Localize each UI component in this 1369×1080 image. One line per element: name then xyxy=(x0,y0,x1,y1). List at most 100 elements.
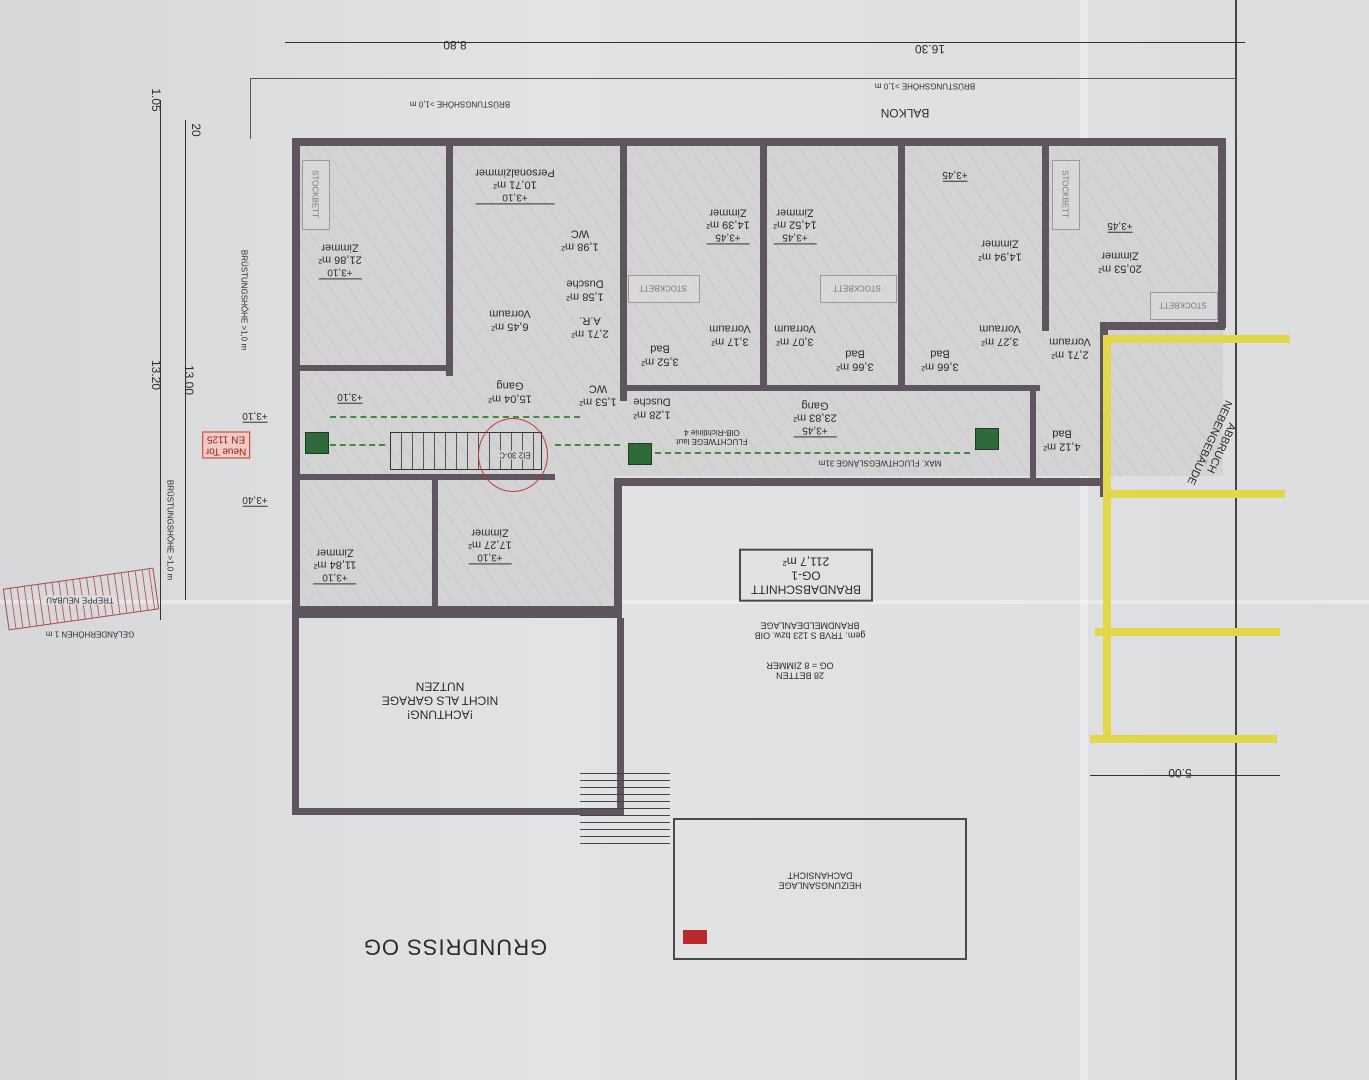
room-area: 1,98 m² xyxy=(561,240,599,253)
paper-fold xyxy=(0,600,1369,604)
room-name: Vorraum xyxy=(489,308,531,320)
room-name: Vorraum xyxy=(979,323,1021,335)
room-name: Gang xyxy=(496,380,524,392)
dimension-line xyxy=(160,100,161,620)
balcony-outline xyxy=(250,78,1237,139)
room-name: Personalzimmer xyxy=(475,166,555,179)
room-name: Zimmer xyxy=(471,526,509,539)
room-area: 17,27 m² xyxy=(468,538,512,551)
room-name: Zimmer xyxy=(316,546,354,559)
wall xyxy=(1218,138,1226,328)
wall xyxy=(616,478,1106,486)
staircase-label: TREPPE NEUBAU xyxy=(44,595,116,605)
parapet-note: BRÜSTUNGSHÖHE >1,0 m xyxy=(165,479,175,581)
room-area: 14,39 m² xyxy=(706,218,750,231)
bunk-bed-label: STOCKBETT xyxy=(1060,170,1070,218)
room-area: 3,66 m² xyxy=(836,360,874,373)
bunk-bed xyxy=(1150,292,1218,320)
balcony-label: BALKON xyxy=(880,105,930,120)
room-name: Zimmer xyxy=(321,241,359,254)
wall xyxy=(620,385,1040,391)
room-area: 3,52 m² xyxy=(641,355,679,368)
wall xyxy=(614,478,622,618)
room-level: +3,45 xyxy=(793,423,837,438)
room-name: Vorraum xyxy=(1049,336,1091,348)
wall xyxy=(292,610,622,618)
demolition-line xyxy=(1095,628,1280,636)
bunk-bed xyxy=(628,275,700,303)
room-level: +3,45 xyxy=(706,230,750,245)
dimension-line xyxy=(1090,775,1280,776)
room-area: 20,53 m² xyxy=(1098,262,1142,275)
room-area: 3,27 m² xyxy=(981,335,1019,348)
wall xyxy=(1100,322,1225,330)
bunk-bed xyxy=(820,275,897,303)
wall xyxy=(898,146,905,391)
wall xyxy=(292,138,300,618)
bunk-bed-label: STOCKBETT xyxy=(833,283,881,293)
border-line xyxy=(1235,0,1237,1080)
floor-hatch xyxy=(298,476,616,614)
heating-roof-box xyxy=(673,818,967,960)
escape-route-line xyxy=(655,452,970,454)
room-area: 14,52 m² xyxy=(773,218,817,231)
exterior-stairs xyxy=(580,770,670,850)
level-marker: +3,45 xyxy=(1107,219,1133,233)
room-name: A.R. xyxy=(579,315,601,327)
demolition-line xyxy=(1103,335,1111,735)
room-level: +3,45 xyxy=(1107,219,1133,233)
dimension-label: 1.05 xyxy=(148,88,163,112)
dimension-label: 16.30 xyxy=(914,41,946,56)
room-area: 11,84 m² xyxy=(313,558,357,571)
room-area: 10,71 m² xyxy=(493,178,537,191)
dimension-label: 5.00 xyxy=(1168,765,1192,780)
emergency-exit-sign-icon xyxy=(975,428,999,450)
escape-route-note-line: FLUCHTWEGE laut xyxy=(676,437,748,447)
dimension-label: 8.80 xyxy=(443,37,467,52)
garage-warning-line: NICHT ALS GARAGE xyxy=(381,693,499,708)
room-name: Bad xyxy=(930,348,950,360)
dimension-label: 13.20 xyxy=(148,359,163,391)
room-level: +3,10 xyxy=(318,265,362,280)
fire-alarm-note-line: BRANDMELDEANLAGE xyxy=(760,620,860,630)
red-marker-circle xyxy=(478,418,548,492)
bunk-bed-label: STOCKBETT xyxy=(639,283,687,293)
new-door-note-line: EN 1125 xyxy=(206,434,246,445)
bunk-bed-label: STOCKBETT xyxy=(1159,300,1207,310)
garage-warning-line: !ACHTUNG! xyxy=(407,707,474,722)
room-level: +3,10 xyxy=(468,550,512,565)
heating-note-line: DACHANSICHT xyxy=(787,870,853,880)
wall xyxy=(620,146,627,401)
escape-length-note: MAX. FLUCHTWEGSLÄNGE 31m xyxy=(818,458,942,468)
room-name: Zimmer xyxy=(981,238,1019,250)
room-name: Vorraum xyxy=(709,323,751,335)
room-name: Dusche xyxy=(633,396,671,408)
escape-route-line xyxy=(330,416,580,418)
wall xyxy=(292,138,625,146)
room-area: 15,04 m² xyxy=(488,392,532,405)
room-name: Dusche xyxy=(566,278,604,290)
demolition-line xyxy=(1105,335,1290,343)
wall xyxy=(446,146,453,376)
room-name: Bad xyxy=(1052,428,1072,440)
parapet-note: BRÜSTUNGSHÖHE >1,0 m xyxy=(874,81,976,91)
emergency-exit-sign-icon xyxy=(628,443,652,465)
room-level: +3,10 xyxy=(242,409,268,423)
